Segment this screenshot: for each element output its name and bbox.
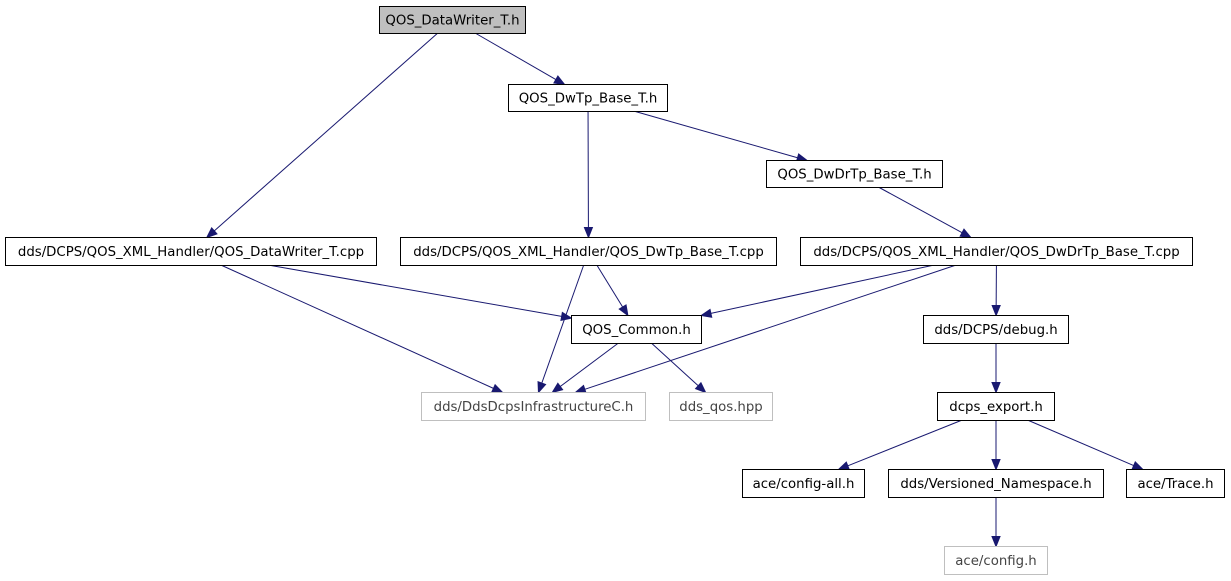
node-box xyxy=(937,392,1055,421)
node-box xyxy=(800,237,1193,266)
node-dds-infrastructurec-h[interactable]: dds/DdsDcpsInfrastructureC.h xyxy=(421,392,646,421)
node-label: dds_qos.hpp xyxy=(679,400,763,415)
arrowhead-icon xyxy=(560,311,573,321)
arrowhead-icon xyxy=(991,304,1001,317)
arrowhead-icon xyxy=(618,304,629,317)
edge-line xyxy=(1028,420,1134,467)
node-box xyxy=(400,237,777,266)
nodes-layer: QOS_DataWriter_T.h QOS_DwTp_Base_T.h QOS… xyxy=(5,6,1225,575)
node-box xyxy=(669,392,773,421)
edge-line xyxy=(270,265,562,317)
edge-qos_datawriter_t_h-to-qos_datawriter_t_cpp xyxy=(205,33,438,239)
edge-qos_datawriter_t_cpp-to-qos_common_h xyxy=(270,265,573,321)
edge-line xyxy=(635,111,798,159)
edge-dds_debug_h-to-dcps_export_h xyxy=(991,343,1001,394)
edge-qos_dwdrtp_base_t_cpp-to-qos_common_h xyxy=(699,265,932,318)
node-label: QOS_Common.h xyxy=(582,323,691,338)
node-label: dcps_export.h xyxy=(949,400,1043,415)
edge-qos_dwtp_base_t_h-to-qos_dwtp_base_t_cpp xyxy=(583,111,594,239)
edge-line xyxy=(847,420,962,467)
edge-qos_common_h-to-dds_qos_hpp xyxy=(651,343,707,394)
arrowhead-icon xyxy=(491,383,504,394)
node-label: QOS_DwTp_Base_T.h xyxy=(519,92,658,107)
edge-line xyxy=(221,265,494,389)
edge-qos_datawriter_t_h-to-qos_dwtp_base_t_h xyxy=(475,33,566,86)
node-box xyxy=(766,160,943,188)
node-ace-trace-h[interactable]: ace/Trace.h xyxy=(1126,469,1225,498)
node-ace-config-h[interactable]: ace/config.h xyxy=(944,546,1048,575)
node-dds-debug-h[interactable]: dds/DCPS/debug.h xyxy=(923,315,1069,344)
node-ace-config-all-h[interactable]: ace/config-all.h xyxy=(742,469,865,498)
edge-line xyxy=(710,265,932,314)
edge-line xyxy=(596,265,624,308)
node-label: dds/DdsDcpsInfrastructureC.h xyxy=(434,400,634,415)
node-box xyxy=(571,315,702,344)
node-box xyxy=(1126,469,1225,498)
edge-qos_dwtp_base_t_cpp-to-dds_infrastructurec_h xyxy=(537,265,585,394)
arrowhead-icon xyxy=(991,536,1001,548)
node-qos-common-h[interactable]: QOS_Common.h xyxy=(571,315,702,344)
edge-qos_common_h-to-dds_infrastructurec_h xyxy=(551,343,619,394)
node-box xyxy=(888,469,1104,498)
edge-qos_dwtp_base_t_h-to-qos_dwdrtp_base_t_h xyxy=(635,111,809,163)
arrowhead-icon xyxy=(574,384,587,394)
arrowhead-icon xyxy=(837,461,851,470)
node-label: dds/DCPS/QOS_XML_Handler/QOS_DwTp_Base_T… xyxy=(413,245,764,260)
node-label: ace/config.h xyxy=(955,554,1036,569)
arrowhead-icon xyxy=(694,381,707,394)
node-label: QOS_DataWriter_T.h xyxy=(385,14,519,29)
edge-qos_datawriter_t_cpp-to-dds_infrastructurec_h xyxy=(221,265,504,394)
arrowhead-icon xyxy=(699,308,713,318)
edge-line xyxy=(651,343,699,387)
node-qos-datawriter-t-h[interactable]: QOS_DataWriter_T.h xyxy=(379,6,526,34)
node-label: ace/config-all.h xyxy=(753,477,855,492)
arrowhead-icon xyxy=(537,381,547,394)
edge-line xyxy=(213,33,438,232)
arrowhead-icon xyxy=(205,226,218,239)
node-dds-versioned-namespace-h[interactable]: dds/Versioned_Namespace.h xyxy=(888,469,1104,498)
node-label: dds/Versioned_Namespace.h xyxy=(900,477,1091,492)
node-box xyxy=(379,6,526,34)
arrowhead-icon xyxy=(553,75,566,86)
node-box xyxy=(508,84,668,112)
arrowhead-icon xyxy=(1131,461,1145,471)
edge-line xyxy=(878,187,963,234)
node-dds-qos-hpp[interactable]: dds_qos.hpp xyxy=(669,392,773,421)
arrowhead-icon xyxy=(959,228,973,239)
edge-qos_dwdrtp_base_t_h-to-qos_dwdrtp_base_t_cpp xyxy=(878,187,973,239)
node-box xyxy=(5,237,377,266)
arrowhead-icon xyxy=(583,226,594,239)
arrowhead-icon xyxy=(551,382,564,394)
edge-line xyxy=(584,265,955,390)
arrowhead-icon xyxy=(991,382,1001,394)
edge-line xyxy=(541,265,585,384)
node-qos-dwtp-base-t-cpp[interactable]: dds/DCPS/QOS_XML_Handler/QOS_DwTp_Base_T… xyxy=(400,237,777,266)
node-qos-datawriter-t-cpp[interactable]: dds/DCPS/QOS_XML_Handler/QOS_DataWriter_… xyxy=(5,237,377,266)
node-qos-dwdrtp-base-t-h[interactable]: QOS_DwDrTp_Base_T.h xyxy=(766,160,943,188)
edge-line xyxy=(559,343,619,387)
edge-qos_dwtp_base_t_cpp-to-qos_common_h xyxy=(596,265,629,317)
node-qos-dwdrtp-base-t-cpp[interactable]: dds/DCPS/QOS_XML_Handler/QOS_DwDrTp_Base… xyxy=(800,237,1193,266)
edge-dcps_export_h-to-ace_config_all_h xyxy=(837,420,962,470)
node-box xyxy=(944,546,1048,575)
node-dcps-export-h[interactable]: dcps_export.h xyxy=(937,392,1055,421)
node-label: QOS_DwDrTp_Base_T.h xyxy=(777,168,931,183)
node-qos-dwtp-base-t-h[interactable]: QOS_DwTp_Base_T.h xyxy=(508,84,668,112)
node-label: dds/DCPS/QOS_XML_Handler/QOS_DataWriter_… xyxy=(18,245,364,260)
edge-line xyxy=(475,33,557,80)
node-label: dds/DCPS/debug.h xyxy=(934,323,1057,338)
edge-dcps_export_h-to-ace_trace_h xyxy=(1028,420,1145,471)
node-label: dds/DCPS/QOS_XML_Handler/QOS_DwDrTp_Base… xyxy=(813,245,1179,260)
node-box xyxy=(421,392,646,421)
node-box xyxy=(742,469,865,498)
node-box xyxy=(923,315,1069,344)
edge-dds_versioned_namespace_h-to-ace_config_h xyxy=(991,497,1001,548)
edge-dcps_export_h-to-dds_versioned_namespace_h xyxy=(991,420,1001,471)
node-label: ace/Trace.h xyxy=(1137,477,1213,492)
edge-qos_dwdrtp_base_t_cpp-to-dds_debug_h xyxy=(991,265,1001,317)
arrowhead-icon xyxy=(991,459,1001,471)
